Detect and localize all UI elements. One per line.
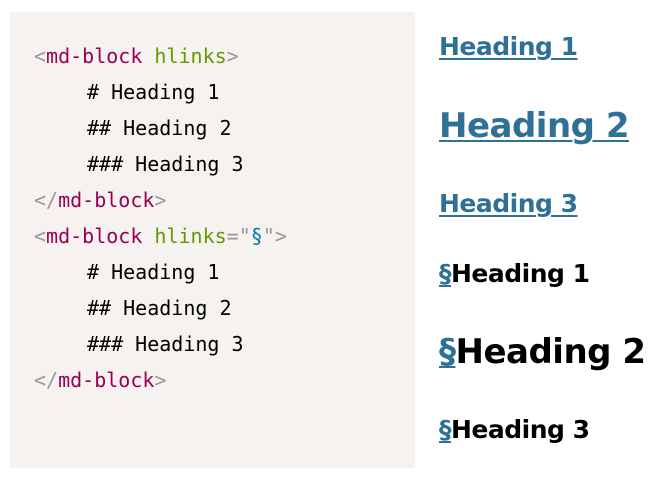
code-punct: >	[274, 224, 287, 248]
code-punct: <	[34, 224, 47, 248]
preview-heading-1-linked[interactable]: Heading 1	[439, 32, 578, 61]
preview-heading-1-anchored: §Heading 1	[439, 259, 590, 288]
heading-link[interactable]: Heading 3	[439, 189, 578, 218]
code-punct: >	[154, 188, 167, 212]
code-line-heading: # Heading 1	[87, 80, 220, 104]
code-line-close-tag-2: </md-block>	[34, 362, 415, 398]
code-line-close-tag-1: </md-block>	[34, 182, 415, 218]
code-attr-value: §	[250, 224, 263, 248]
section-anchor-link[interactable]: §	[439, 259, 452, 288]
code-line-heading: ## Heading 2	[87, 116, 232, 140]
code-line-open-tag-2: <md-block hlinks="§">	[34, 218, 415, 254]
code-punct: >	[154, 368, 167, 392]
code-tag-name: md-block	[46, 224, 143, 248]
heading-text: Heading 2	[455, 332, 647, 372]
preview-heading-2-anchored: §Heading 2	[439, 332, 646, 372]
code-punct: =	[226, 224, 239, 248]
code-punct: </	[34, 188, 59, 212]
code-line-open-tag-1: <md-block hlinks>	[34, 38, 415, 74]
code-line-heading: # Heading 1	[87, 260, 220, 284]
code-line-heading: ### Heading 3	[87, 332, 244, 356]
heading-text: Heading 1	[451, 259, 590, 288]
code-block: <md-block hlinks> # Heading 1 ## Heading…	[10, 12, 415, 468]
code-attr-name: hlinks	[154, 224, 227, 248]
code-line-heading: ### Heading 3	[87, 152, 244, 176]
code-line-heading: ## Heading 2	[87, 296, 232, 320]
code-tag-name: md-block	[58, 368, 155, 392]
code-punct: >	[226, 44, 239, 68]
code-punct: "	[238, 224, 251, 248]
preview-heading-3-linked[interactable]: Heading 3	[439, 189, 578, 218]
code-punct: </	[34, 368, 59, 392]
code-tag-name: md-block	[46, 44, 143, 68]
section-anchor-link[interactable]: §	[439, 415, 452, 444]
code-tag-name: md-block	[58, 188, 155, 212]
heading-link[interactable]: Heading 1	[439, 32, 578, 61]
heading-link[interactable]: Heading 2	[439, 106, 630, 146]
heading-text: Heading 3	[451, 415, 590, 444]
code-punct: "	[262, 224, 275, 248]
code-punct: <	[34, 44, 47, 68]
section-anchor-link[interactable]: §	[439, 332, 456, 372]
preview-heading-2-linked[interactable]: Heading 2	[439, 106, 630, 146]
code-attr-name: hlinks	[154, 44, 227, 68]
preview-heading-3-anchored: §Heading 3	[439, 415, 590, 444]
